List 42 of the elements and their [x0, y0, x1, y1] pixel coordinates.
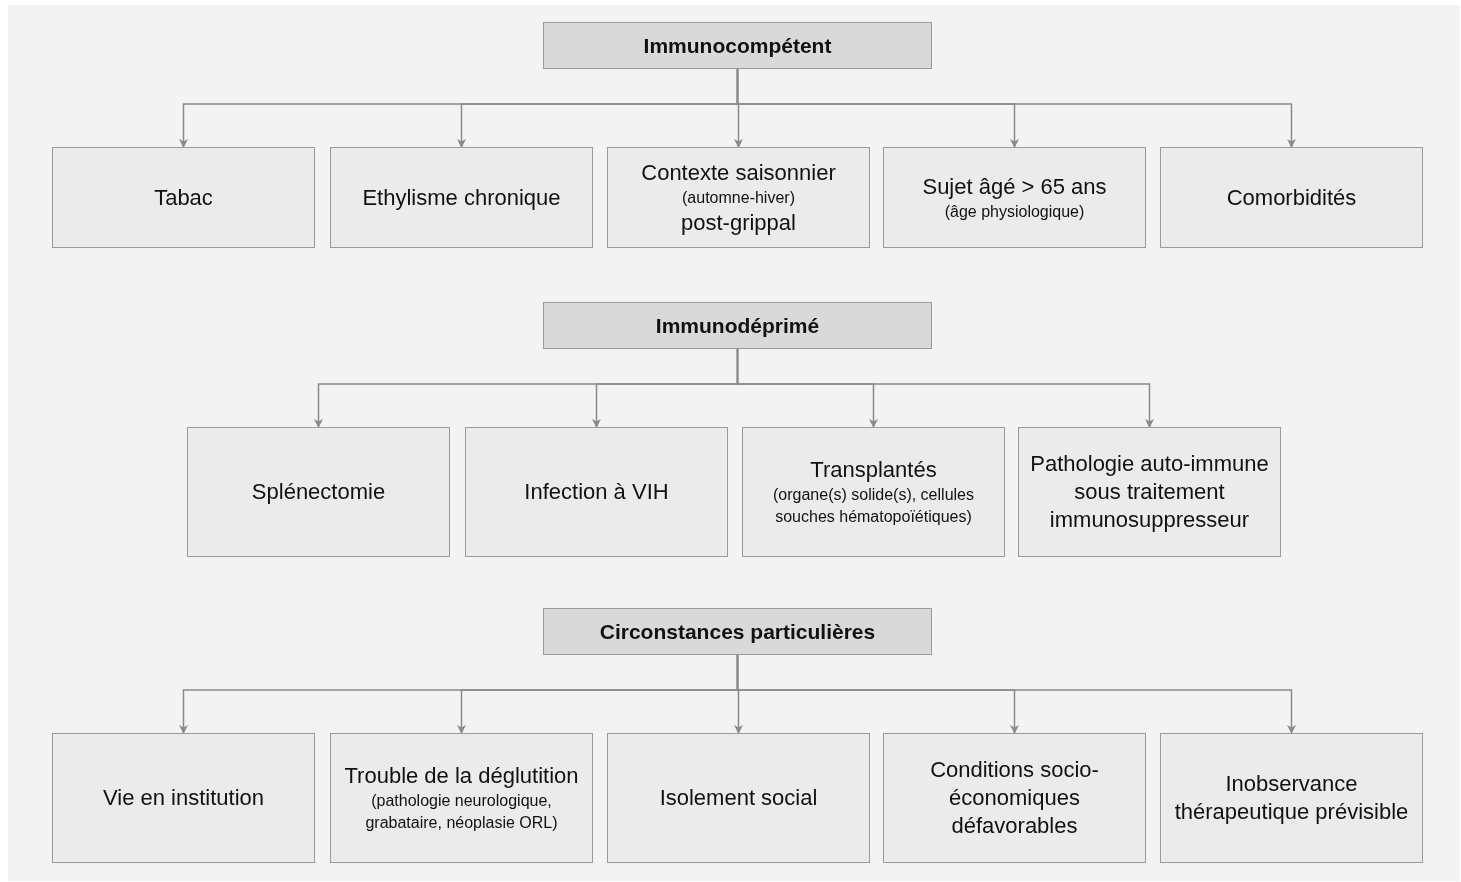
node-label: Isolement social	[659, 784, 818, 812]
node-note: (âge physiologique)	[944, 201, 1085, 222]
arrow	[736, 68, 1296, 148]
node-label: Infection à VIH	[524, 478, 669, 506]
factor-box	[607, 147, 870, 248]
factor-box	[52, 733, 315, 863]
category-title: Circonstances particulières	[599, 618, 876, 645]
node-label: Contexte saisonnier	[641, 158, 836, 187]
node-label: Comorbidités	[1226, 183, 1357, 212]
factor-box	[742, 427, 1005, 557]
category-box	[543, 608, 932, 655]
factor-box	[52, 147, 315, 248]
factor-box	[1160, 733, 1423, 863]
node-label: Ethylisme chronique	[362, 183, 561, 212]
node-label: Vie en institution	[102, 784, 264, 812]
category-box	[543, 302, 932, 349]
arrow	[736, 348, 1154, 428]
node-note: (automne-hiver)	[682, 187, 795, 208]
category-title: Immunodéprimé	[655, 312, 820, 339]
node-label: post-grippal	[681, 208, 796, 237]
factor-box	[883, 147, 1146, 248]
node-label: Tabac	[154, 183, 213, 212]
factor-box	[1018, 427, 1281, 557]
category-box	[543, 22, 932, 69]
factor-box	[330, 733, 593, 863]
node-note: (organe(s) solide(s), cellules souches hématopoïétiques)	[772, 485, 975, 527]
category-title: Immunocompétent	[643, 32, 832, 59]
factor-box	[187, 427, 450, 557]
factor-box	[883, 733, 1146, 863]
factor-box	[607, 733, 870, 863]
node-note: (pathologie neurologique, grabataire, néoplasie ORL)	[364, 791, 559, 833]
node-label: Pathologie auto-immune sous traitement immunosuppresseur	[1029, 450, 1270, 534]
node-label: Conditions socio-économiques défavorables	[929, 756, 1100, 840]
factor-box	[1160, 147, 1423, 248]
node-label: Transplantés	[810, 456, 937, 484]
node-label: Trouble de la déglutition	[344, 762, 579, 790]
node-label: Sujet âgé > 65 ans	[922, 172, 1107, 201]
factor-box	[465, 427, 728, 557]
arrow	[736, 654, 1296, 734]
node-label: Splénectomie	[251, 478, 386, 506]
node-label: Inobservance thérapeutique prévisible	[1173, 770, 1410, 826]
factor-box	[330, 147, 593, 248]
